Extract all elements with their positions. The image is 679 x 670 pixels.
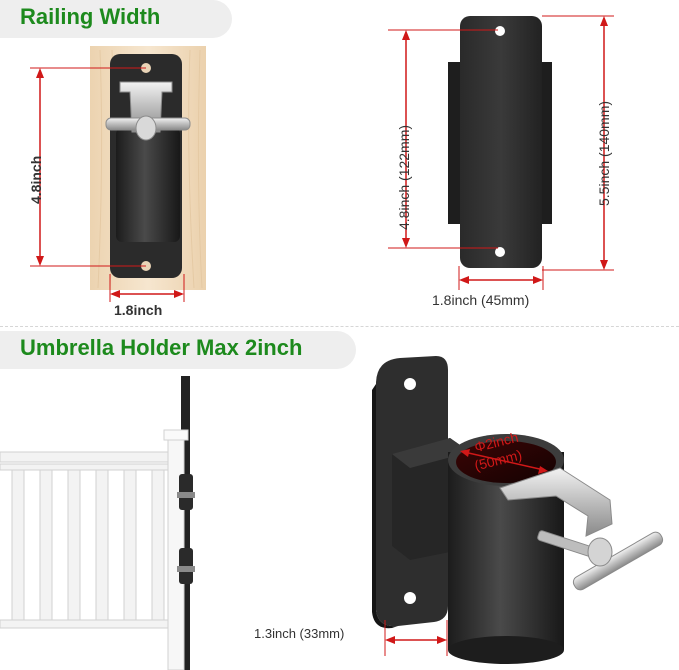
railing-width-banner: Railing Width [0, 0, 232, 38]
plate-outer-height-dimension [542, 15, 614, 271]
mounted-height-dimension [30, 67, 146, 267]
plate-inner-height-dimension [388, 29, 498, 249]
holder-t-handle [572, 531, 664, 591]
umbrella-holder-banner: Umbrella Holder Max 2inch [0, 331, 356, 369]
holder-top-hole [404, 378, 416, 390]
holder-arm-top [392, 438, 470, 468]
holder-bottom-hole [404, 592, 416, 604]
holder-tube-bottom [448, 636, 564, 664]
holder-steel-clamp [499, 467, 613, 537]
mounted-height-label: 4.8inch [28, 155, 44, 204]
plate-width-label: 1.8inch (45mm) [432, 292, 530, 308]
holder-knob [587, 537, 613, 567]
tube-offset-dimension [384, 620, 448, 656]
mounted-width-label: 1.8inch [114, 302, 163, 318]
tube-offset-label: 1.3inch (33mm) [254, 626, 345, 641]
plate-inner-height-label: 4.8inch (122mm) [396, 124, 412, 230]
plate-bottom-hole [495, 247, 505, 257]
plate-front [460, 16, 542, 268]
section-divider [0, 326, 679, 327]
mounted-knob [135, 115, 157, 141]
plate-outer-height-label: 5.5inch (140mm) [596, 100, 612, 206]
railing [0, 429, 189, 670]
plate-top-hole [495, 26, 505, 36]
holder-plate-edge [372, 384, 398, 629]
plate-width-dimension [458, 266, 544, 290]
umbrella-holder-title: Umbrella Holder Max 2inch [20, 335, 303, 360]
railing-brackets [177, 474, 195, 584]
railing-width-title: Railing Width [20, 4, 161, 29]
umbrella-pole [181, 376, 190, 670]
tube-diameter-dimension [460, 449, 548, 474]
mounted-tube [116, 128, 180, 242]
mounted-width-dimension [109, 274, 185, 302]
